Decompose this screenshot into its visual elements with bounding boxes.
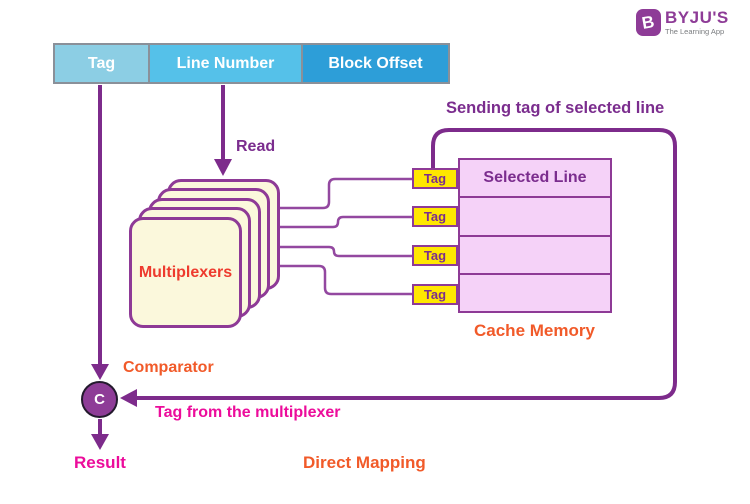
cache-tag-2-label: Tag: [423, 209, 447, 224]
comparator-symbol: C: [94, 391, 105, 408]
cache-memory: Selected Line: [458, 158, 612, 313]
left-arrowhead-icon: [120, 389, 137, 407]
cache-memory-label: Cache Memory: [474, 321, 595, 340]
multiplexer-card-front: Multiplexers: [129, 217, 242, 328]
address-field-tag-label: Tag: [87, 54, 116, 72]
diagram-title: Direct Mapping: [303, 453, 426, 472]
mux-connector-3: [278, 245, 413, 258]
address-field-tag: Tag: [55, 45, 148, 82]
cache-tag-4: Tag: [412, 284, 458, 305]
cache-row-selected-line: Selected Line: [460, 160, 610, 196]
read-arrowhead-icon: [214, 159, 232, 176]
byjus-b-icon: B: [636, 9, 661, 36]
mux-connector-4: [278, 264, 413, 296]
cache-tag-3: Tag: [412, 245, 458, 266]
selected-line-label: Selected Line: [483, 169, 587, 187]
address-field-block-offset: Block Offset: [301, 45, 448, 82]
mux-connector-1: [278, 177, 413, 210]
tag-from-multiplexer-label: Tag from the multiplexer: [155, 404, 341, 421]
comparator-label: Comparator: [123, 359, 214, 376]
cache-row-3: [460, 234, 610, 273]
multiplexers-label: Multiplexers: [138, 263, 233, 281]
comparator-node: C: [81, 381, 118, 418]
cache-tag-1-label: Tag: [423, 171, 447, 186]
address-field-line-number-label: Line Number: [176, 54, 275, 72]
cache-tag-2: Tag: [412, 206, 458, 227]
brand-name: BYJU'S: [665, 8, 729, 27]
cache-row-4: [460, 272, 610, 311]
cache-row-2: [460, 196, 610, 234]
result-arrowhead-icon: [91, 434, 109, 450]
read-label: Read: [236, 138, 276, 155]
down-arrowhead-icon: [91, 364, 109, 380]
sending-tag-path: [136, 128, 677, 400]
cache-tag-3-label: Tag: [423, 248, 447, 263]
address-field-line-number: Line Number: [148, 45, 301, 82]
address-field-block-offset-label: Block Offset: [328, 54, 423, 72]
sending-tag-label: Sending tag of selected line: [446, 99, 665, 117]
result-label: Result: [74, 453, 126, 472]
mux-connector-2: [278, 215, 413, 229]
byjus-logo: B BYJU'S The Learning App: [636, 9, 729, 36]
address-structure: Tag Line Number Block Offset: [53, 43, 450, 84]
cache-tag-4-label: Tag: [423, 287, 447, 302]
byjus-logo-text: BYJU'S The Learning App: [665, 9, 729, 36]
brand-tagline: The Learning App: [665, 27, 725, 36]
cache-tag-1: Tag: [412, 168, 458, 189]
